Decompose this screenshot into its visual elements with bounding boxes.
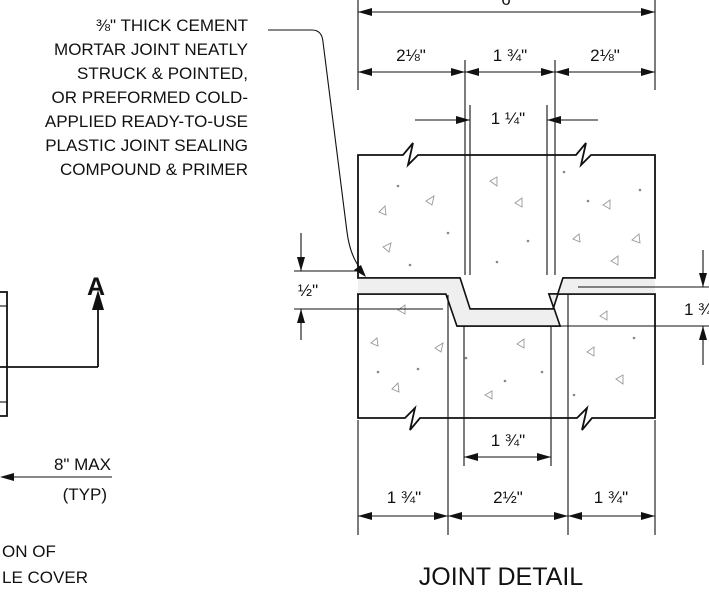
mortar-joint	[358, 278, 655, 326]
section-label: A	[87, 273, 105, 301]
callout-leader-arrowhead	[354, 265, 366, 277]
truncated-note-line-2: LE COVER	[2, 568, 88, 587]
note-line: STRUCK & POINTED,	[77, 64, 248, 83]
dim-top-left: 2⅛"	[396, 46, 426, 65]
dim-bottom-mid: 2½"	[493, 488, 523, 507]
note-line: OR PREFORMED COLD-	[52, 88, 248, 107]
section-arrow-icon	[92, 290, 104, 310]
note-line: MORTAR JOINT NEATLY	[54, 40, 248, 59]
dim-bottom-left: 1 ¾"	[387, 488, 421, 507]
concrete-blocks	[357, 142, 656, 431]
mortar-bottom-edge	[358, 293, 655, 327]
dim-top-right: 2⅛"	[590, 46, 620, 65]
note-line: PLASTIC JOINT SEALING	[45, 136, 248, 155]
partial-element-outline	[0, 291, 8, 417]
callout-leader	[268, 29, 361, 269]
extension-lines	[294, 0, 709, 535]
note-line: COMPOUND & PRIMER	[60, 160, 248, 179]
max-spacing-value: 8" MAX	[54, 455, 111, 474]
aggregate-lower	[370, 304, 636, 400]
dim-tongue-width: 1 ¼"	[491, 109, 525, 128]
max-spacing-qualifier: (TYP)	[63, 485, 107, 504]
dimension-labels: 6 2⅛" 1 ¾" 2⅛" 1 ¼" ½" 1 ¾ 1 ¾" 1 ¾" 2½"…	[298, 0, 709, 507]
drawing-caption: JOINT DETAIL	[419, 563, 583, 591]
truncated-note-line-1: ON OF	[2, 542, 56, 561]
dim-groove-width: 1 ¾"	[491, 431, 525, 450]
dim-left-joint: ½"	[298, 281, 318, 300]
note-line: APPLIED READY-TO-USE	[45, 112, 248, 131]
dim-top-mid: 1 ¾"	[493, 46, 527, 65]
note-line: ⅜" THICK CEMENT	[96, 16, 248, 35]
joint-note-callout: ⅜" THICK CEMENT MORTAR JOINT NEATLY STRU…	[45, 16, 248, 179]
section-a-marker: A	[0, 273, 105, 417]
mortar-top-edge	[358, 277, 655, 310]
dimension-lines	[297, 8, 707, 520]
dim-overall-top: 6	[501, 0, 510, 9]
aggregate-upper	[378, 170, 642, 267]
dim-bottom-right: 1 ¾"	[594, 488, 628, 507]
max-spacing-note: 8" MAX (TYP)	[0, 455, 112, 504]
dim-right-cut: 1 ¾	[684, 300, 709, 319]
